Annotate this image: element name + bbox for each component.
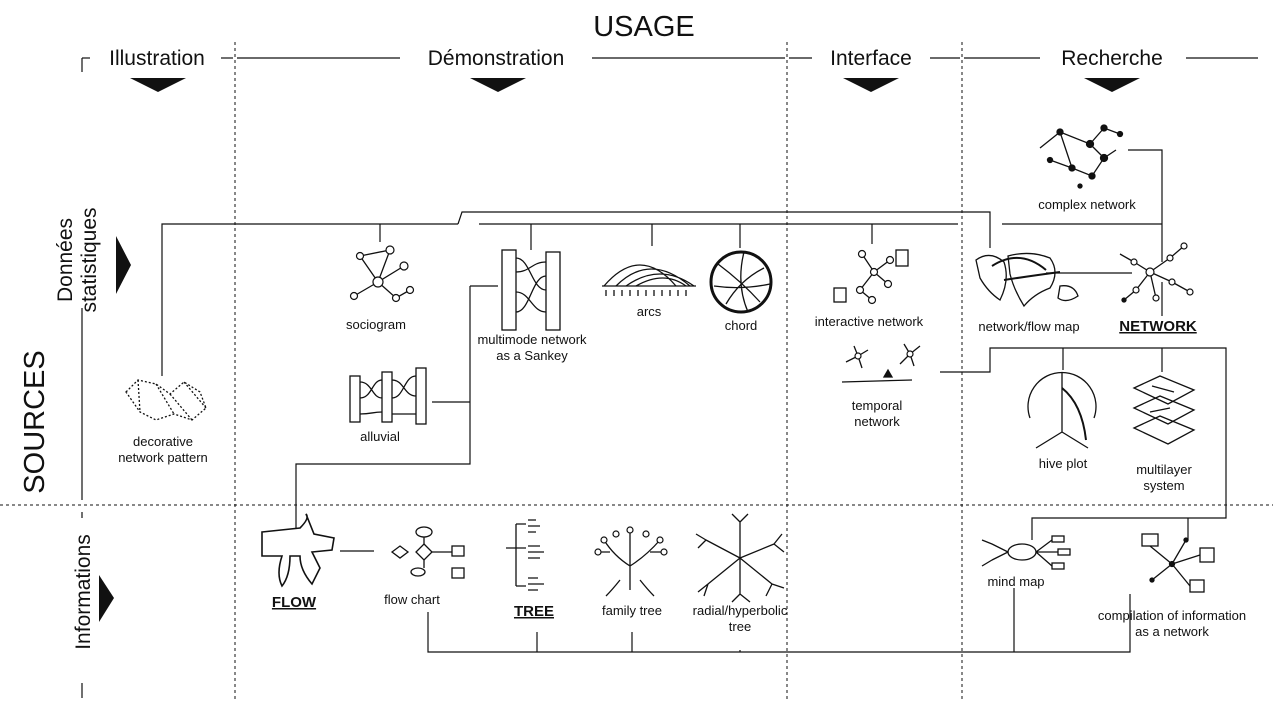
arrow-right-data-icon [116,236,131,294]
row-label-data: Données statistiques [54,207,101,312]
label-multilayer-line1: multilayer [1136,462,1192,477]
label-arcs: arcs [637,304,662,319]
arrow-down-recherche-icon [1084,78,1140,92]
column-illustration: Illustration [109,47,205,70]
tree-icon [506,519,544,591]
label-hive-plot: hive plot [1039,456,1088,471]
row-label-data-line1: Données [54,218,77,302]
sociogram-icon [349,245,415,303]
label-mind-map: mind map [987,574,1044,589]
label-compilation-line1: compilation of information [1098,608,1246,623]
arrow-down-interface-icon [843,78,899,92]
column-demonstration: Démonstration [428,47,565,70]
row-label-info: Informations [72,534,95,650]
radial-tree-icon [695,513,785,603]
flow-map-icon [975,252,1079,308]
decorative-network-icon [125,379,207,421]
connector-lines [161,149,1227,653]
interactive-network-icon [833,249,909,305]
arcs-icon [602,264,696,296]
compilation-icon [1141,533,1215,593]
column-interface: Interface [830,47,912,70]
sources-title: SOURCES [19,350,51,493]
label-temporal-line1: temporal [852,398,903,413]
family-tree-icon [594,526,668,597]
flow-icon [261,513,335,588]
label-sankey-line1: multimode network [477,332,587,347]
alluvial-icon [349,367,427,425]
label-radial-tree-line2: tree [729,619,751,634]
label-decorative-line2: network pattern [118,450,208,465]
sankey-icon [501,249,561,331]
row-label-data-line2: statistiques [78,207,101,312]
label-flow-map: network/flow map [978,319,1079,334]
arrow-down-illustration-icon [130,78,186,92]
label-tree: TREE [514,603,554,620]
label-decorative-line1: decorative [133,434,193,449]
label-complex-network: complex network [1038,197,1136,212]
chord-icon [709,250,773,314]
label-interactive-network: interactive network [815,314,924,329]
flow-chart-icon [390,526,465,579]
mind-map-icon [981,535,1071,570]
label-flow: FLOW [272,594,317,611]
temporal-network-icon [841,343,921,383]
label-compilation-line2: as a network [1135,624,1209,639]
label-family-tree: family tree [602,603,662,618]
column-header-lines [81,57,1258,72]
hive-plot-icon [1027,371,1097,449]
column-recherche: Recherche [1061,47,1163,70]
network-icon [1119,242,1194,303]
usage-title: USAGE [593,11,695,43]
label-chord: chord [725,318,758,333]
label-temporal-line2: network [854,414,900,429]
label-flow-chart: flow chart [384,592,440,607]
multilayer-icon [1132,375,1196,445]
arrow-down-demonstration-icon [470,78,526,92]
label-alluvial: alluvial [360,429,400,444]
label-network: NETWORK [1119,318,1197,335]
complex-network-icon [1039,124,1124,189]
label-sankey-line2: as a Sankey [496,348,568,363]
label-radial-tree-line1: radial/hyperbolic [693,603,788,618]
arrow-right-info-icon [99,575,114,622]
label-sociogram: sociogram [346,317,406,332]
label-multilayer-line2: system [1143,478,1184,493]
